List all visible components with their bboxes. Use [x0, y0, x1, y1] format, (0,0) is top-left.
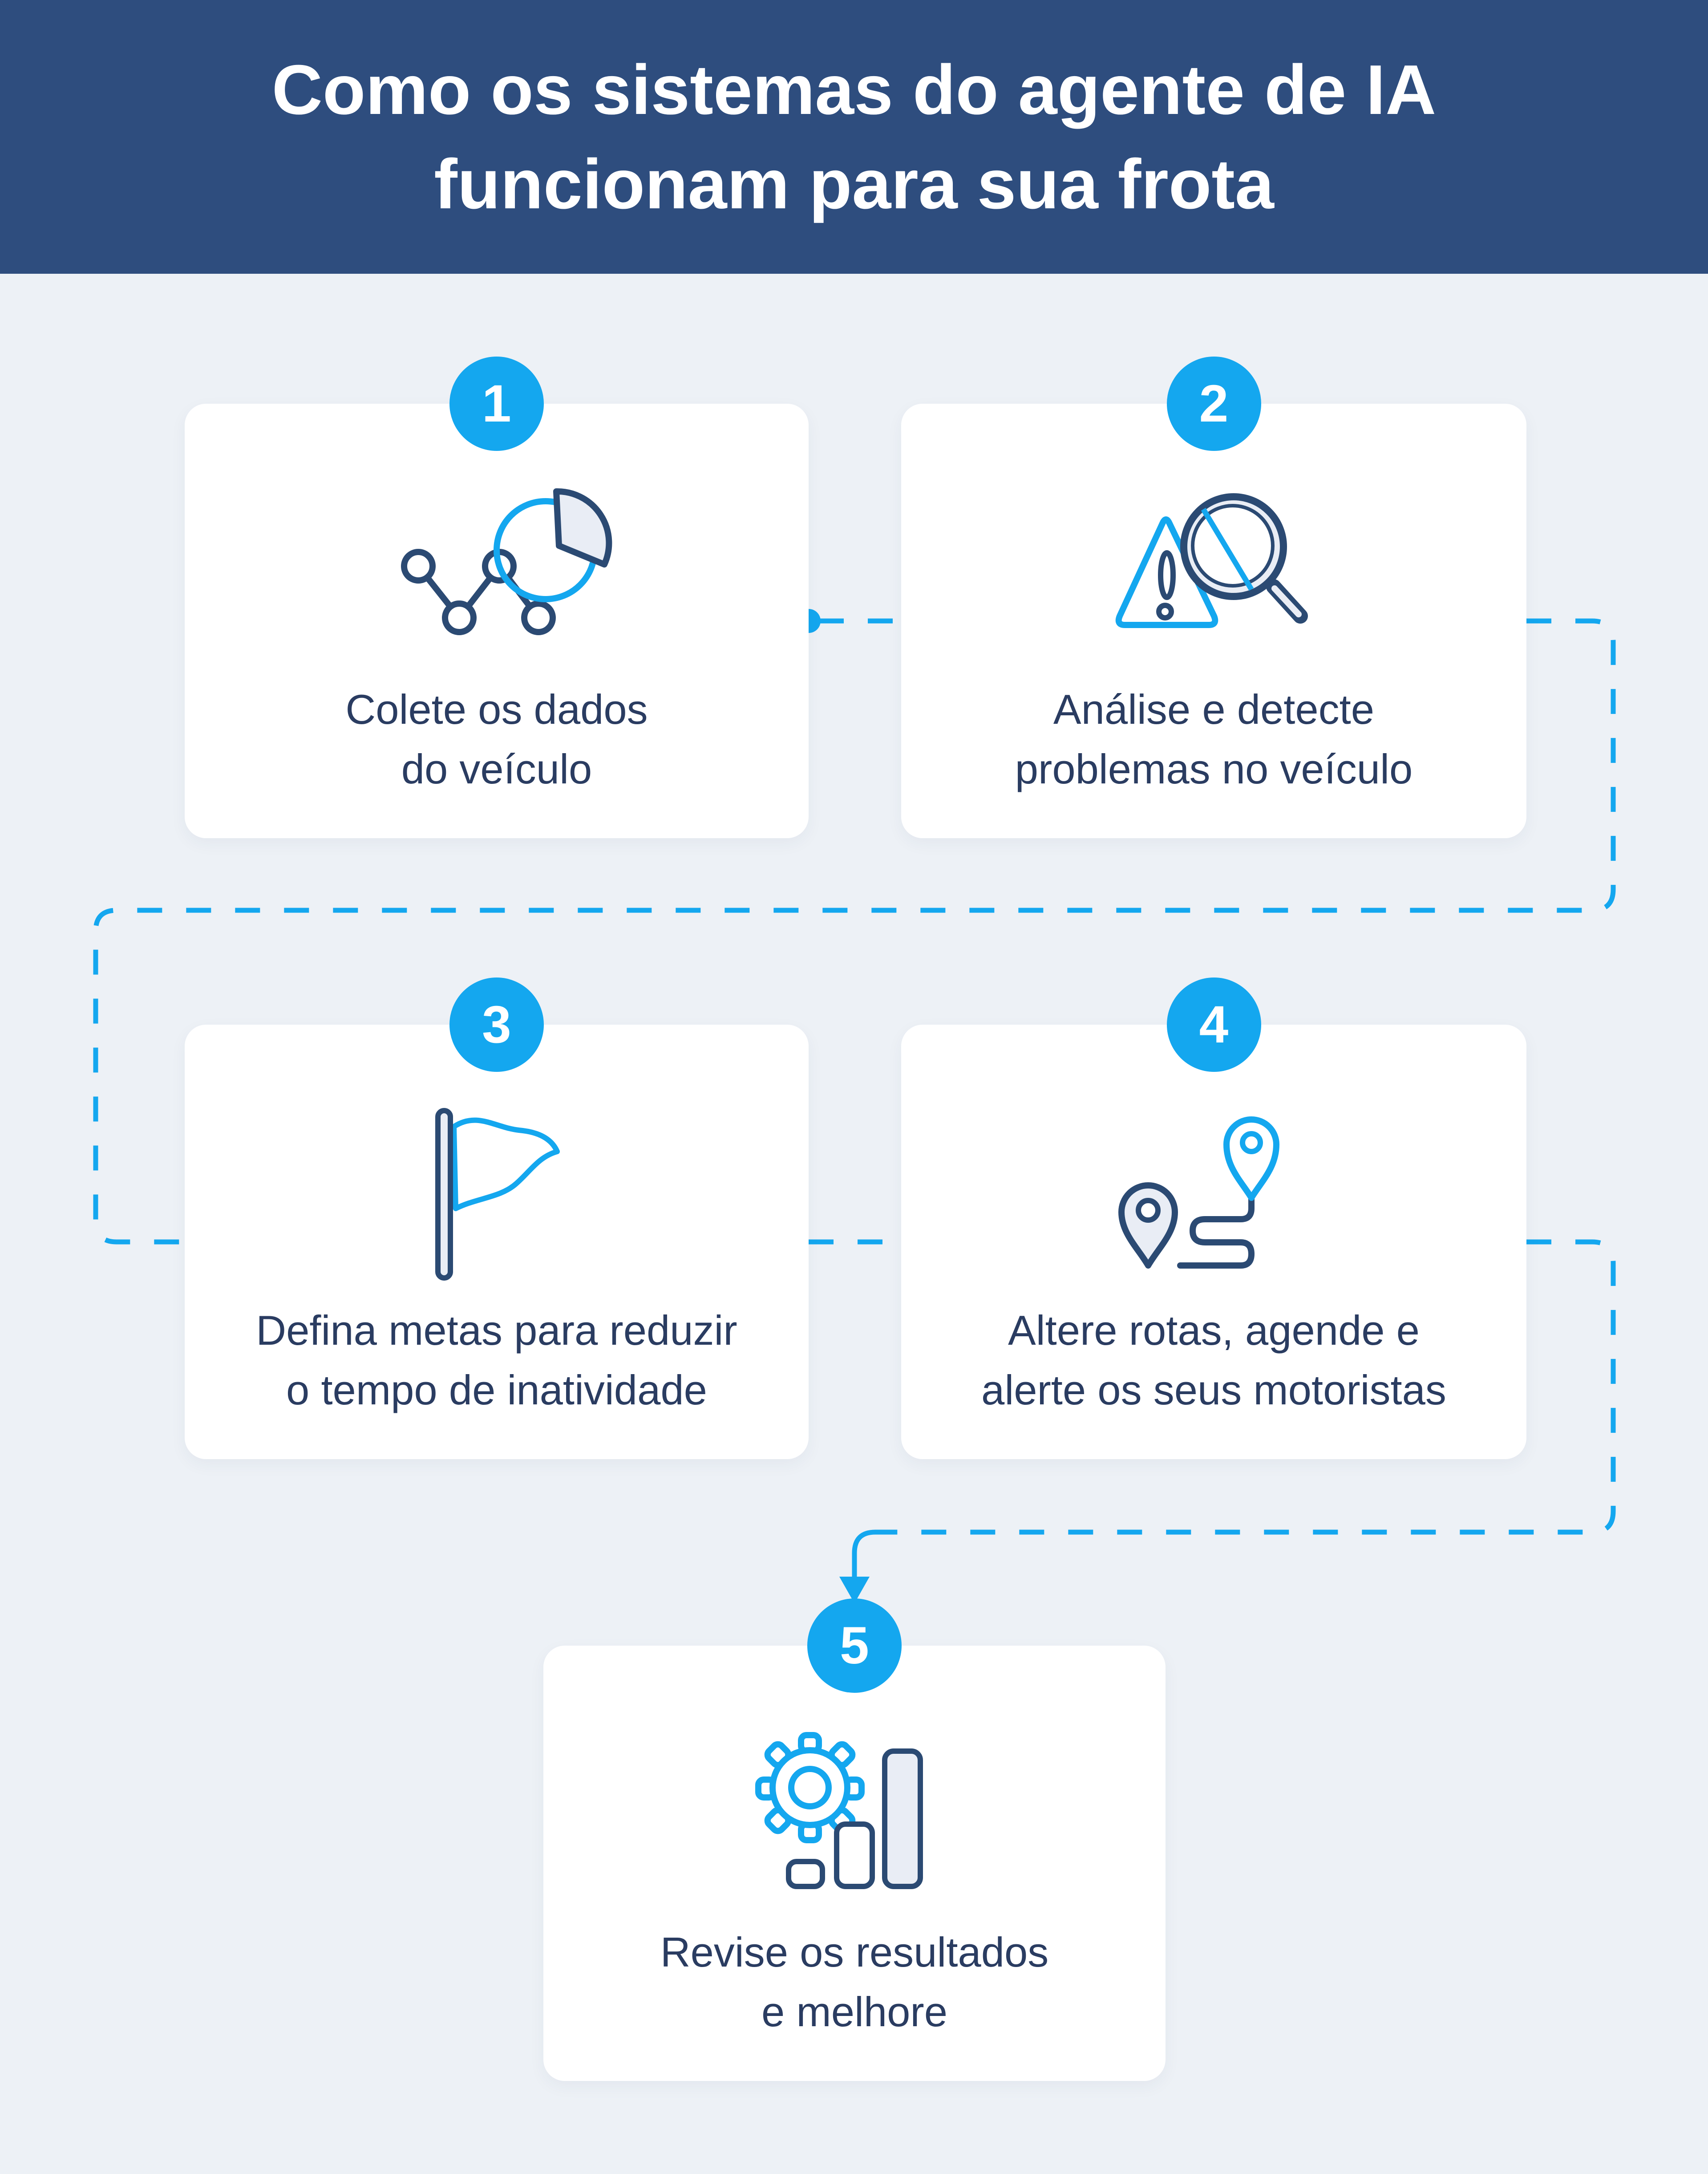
goal-flag-icon [435, 1108, 560, 1281]
icon-area [739, 1712, 970, 1922]
down-arrow-icon [839, 1577, 870, 1603]
alert-magnifier-icon [1115, 493, 1308, 628]
step-number: 1 [482, 374, 511, 433]
step-label-line-2: e melhore [761, 1988, 947, 2035]
step-card-3: 3 Defina metas para reduzir o tempo de i… [185, 977, 809, 1459]
step-badge: 2 [1166, 357, 1261, 451]
step-label-line-2: problemas no veículo [1015, 746, 1413, 792]
step-card-5: 5 [543, 1598, 1166, 2081]
icon-area [381, 470, 612, 680]
step-card-1: 1 Colete os dados do veícul [185, 357, 809, 838]
arrow-shaft [852, 1529, 876, 1578]
step-label-line-2: do veículo [401, 746, 592, 792]
icon-area [1098, 1091, 1330, 1301]
step-label-line-2: alerte os seus motoristas [981, 1367, 1446, 1413]
step-label-line-1: Análise e detecte [1053, 686, 1375, 733]
step-label: Revise os resultados e melhore [660, 1923, 1049, 2042]
step-label: Altere rotas, agende e alerte os seus mo… [981, 1301, 1446, 1420]
step-badge: 3 [449, 977, 544, 1072]
page-title-line-2: funcionam para sua frota [434, 145, 1274, 223]
gear-bar-chart-icon [755, 1732, 923, 1889]
step-badge: 5 [807, 1598, 902, 1693]
step-label-line-1: Revise os resultados [660, 1929, 1049, 1975]
step-number: 4 [1199, 995, 1229, 1054]
icon-area [1098, 470, 1330, 680]
step-badge: 4 [1166, 977, 1261, 1072]
step-card-4: 4 Altere rotas, agende e alerte os seus … [901, 977, 1526, 1459]
step-label-line-2: o tempo de inatividade [286, 1367, 707, 1413]
step-label: Defina metas para reduzir o tempo de ina… [256, 1301, 737, 1420]
step-card-2: 2 Análise e detecte problemas no veíc [901, 357, 1526, 838]
step-label-line-1: Colete os dados [345, 686, 648, 733]
step-label-line-1: Altere rotas, agende e [1008, 1307, 1420, 1354]
icon-area [381, 1091, 612, 1301]
page-title-line-1: Como os sistemas do agente de IA [271, 51, 1437, 129]
step-number: 5 [840, 1616, 869, 1675]
step-label: Colete os dados do veículo [345, 680, 648, 799]
step-label: Análise e detecte problemas no veículo [1015, 680, 1413, 799]
vehicle-data-chart-icon [401, 488, 612, 635]
route-pins-icon [1118, 1116, 1279, 1269]
step-label-line-1: Defina metas para reduzir [256, 1307, 737, 1354]
step-number: 2 [1199, 374, 1229, 433]
header-banner: Como os sistemas do agente de IA funcion… [0, 0, 1708, 274]
step-badge: 1 [449, 357, 544, 451]
step-number: 3 [482, 995, 511, 1054]
